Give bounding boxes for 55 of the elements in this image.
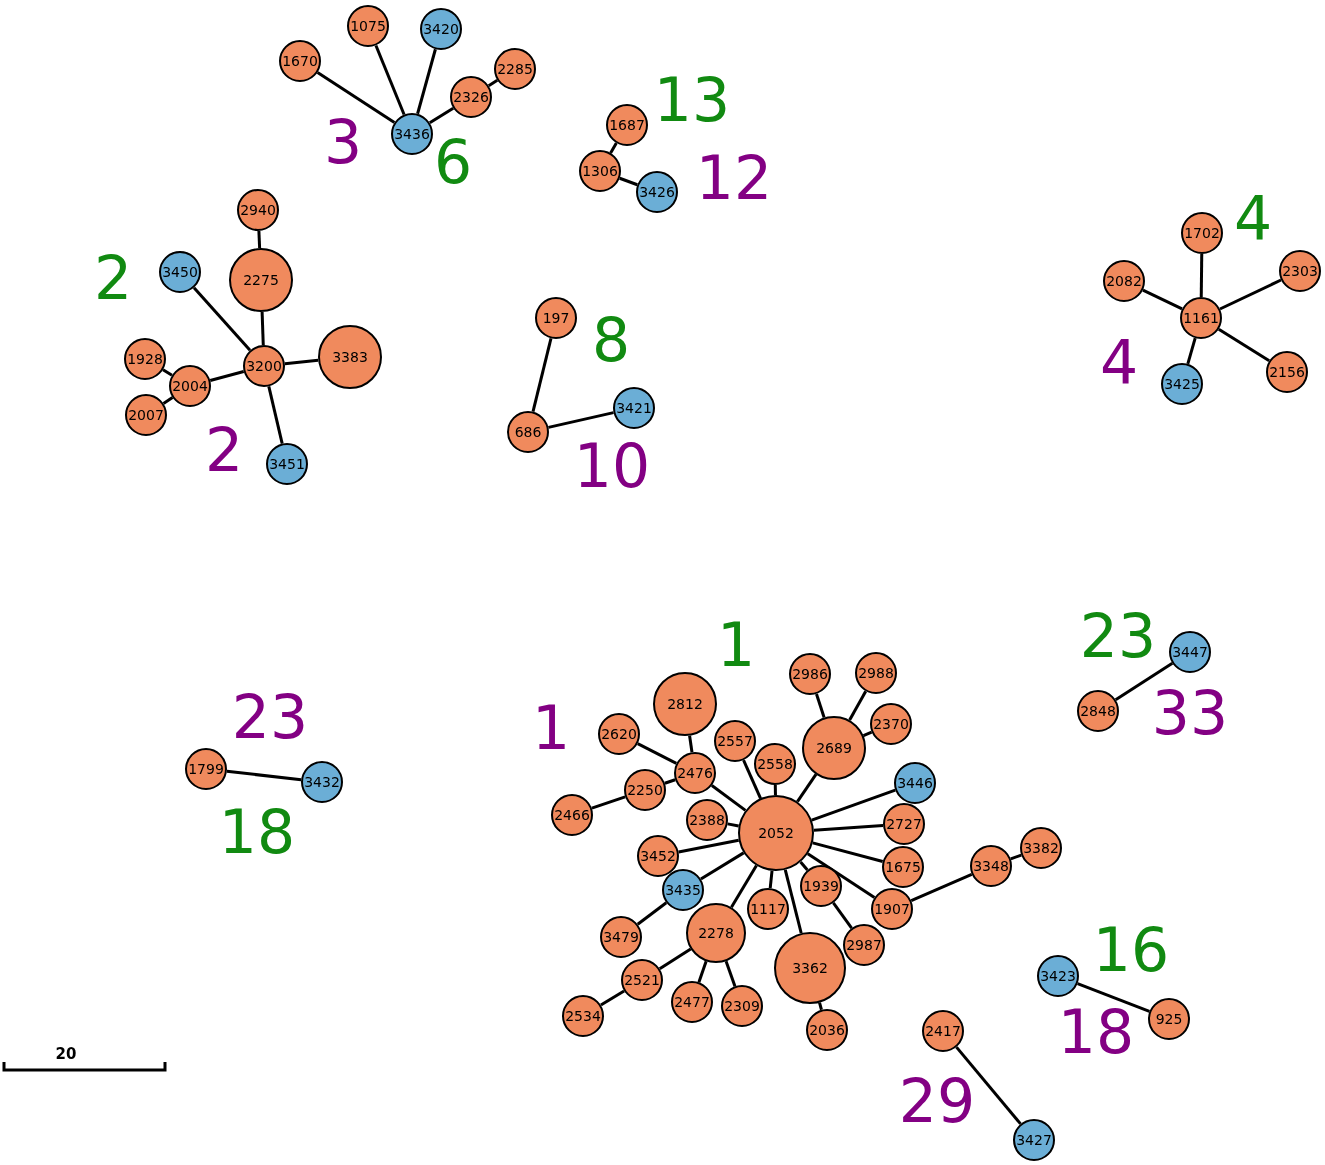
cluster-number: 3: [323, 112, 363, 172]
cluster-number: 4: [1099, 332, 1139, 392]
cluster-number: 16: [1092, 920, 1170, 980]
connector-line: [832, 902, 853, 929]
connector-line: [710, 784, 747, 812]
connector-line: [636, 901, 668, 926]
connector-line: [768, 870, 774, 889]
cluster-number: 23: [1079, 606, 1157, 666]
cluster-number: 33: [1151, 683, 1229, 743]
connector-line: [678, 838, 739, 854]
connector-line: [783, 869, 803, 934]
connector-line: [796, 773, 818, 803]
connector-line: [284, 358, 319, 366]
connector-line: [1199, 254, 1204, 297]
cluster-number: 2: [93, 248, 133, 308]
connector-line: [1218, 327, 1270, 363]
cluster-number: 18: [1057, 1002, 1135, 1062]
connector-line: [813, 823, 884, 832]
cluster-number: 29: [898, 1071, 976, 1131]
cluster-number: 18: [218, 802, 296, 862]
cluster-number: 13: [653, 70, 731, 130]
connector-line: [316, 71, 396, 124]
cluster-number: 8: [591, 310, 631, 370]
connector-line: [955, 1046, 1022, 1125]
connector-line: [429, 106, 454, 125]
connector-line: [226, 769, 302, 782]
cluster-number: 4: [1233, 188, 1273, 248]
connector-line: [815, 693, 826, 719]
connector-line: [700, 851, 745, 881]
connector-line: [1114, 662, 1174, 701]
connector-line: [416, 48, 437, 115]
cluster-number: 2: [204, 420, 244, 480]
connector-line: [257, 230, 262, 249]
connector-line: [267, 386, 284, 444]
connector-line: [806, 852, 876, 899]
cluster-number: 1: [531, 698, 571, 758]
connector-line: [773, 784, 777, 796]
cluster-number: 1: [716, 615, 756, 675]
connector-line: [548, 411, 614, 429]
connector-line: [600, 989, 625, 1007]
connector-line: [848, 690, 868, 721]
cluster-number: 23: [231, 687, 309, 747]
cluster-number: 12: [695, 148, 773, 208]
cluster-number: 6: [433, 132, 473, 192]
connector-line: [688, 735, 694, 753]
scale-label: 20: [55, 1046, 77, 1062]
connector-line: [192, 286, 252, 352]
connector-line: [730, 864, 758, 909]
connector-line: [811, 788, 896, 822]
cluster-number: 10: [573, 436, 651, 496]
connector-line: [1186, 337, 1197, 365]
connector-line: [727, 822, 739, 828]
connector-line: [658, 947, 692, 970]
connector-line: [260, 311, 265, 346]
connector-line: [531, 338, 553, 412]
